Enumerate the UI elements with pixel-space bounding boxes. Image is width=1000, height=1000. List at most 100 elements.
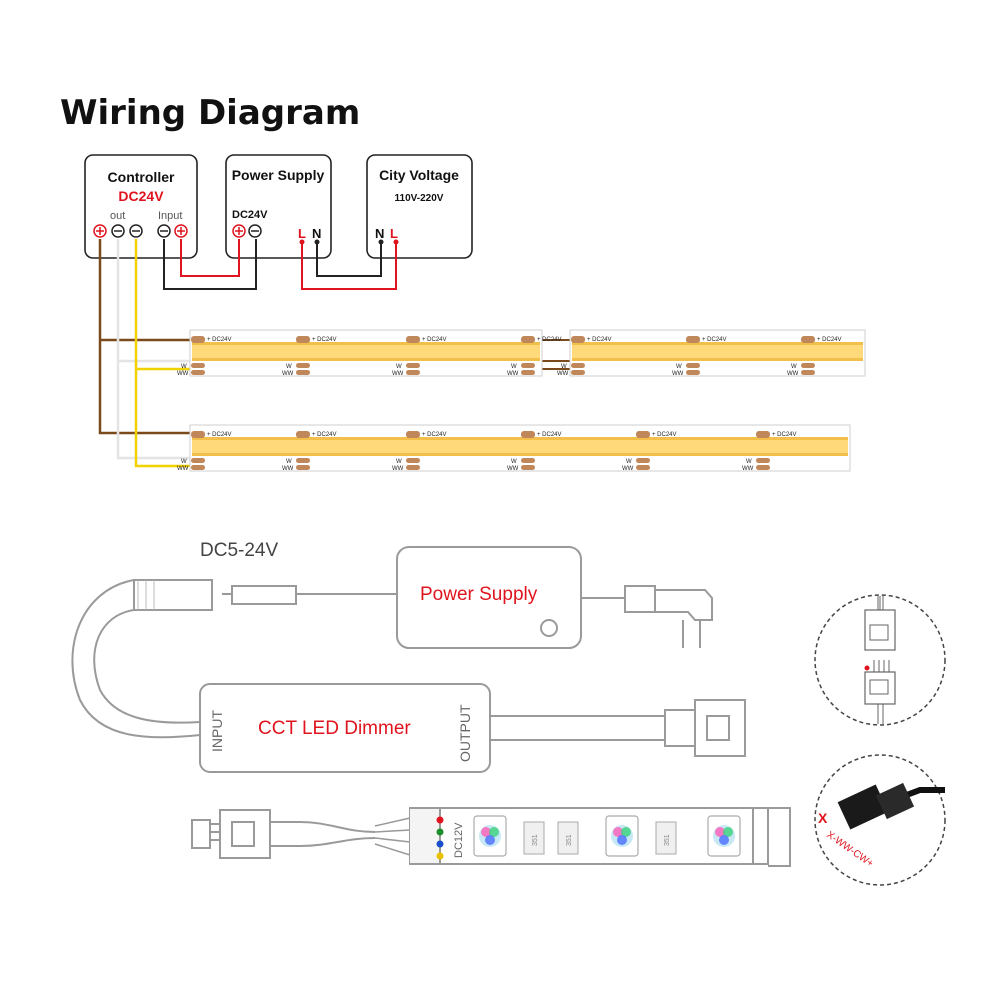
strip-label-w: W — [676, 364, 682, 370]
strip-label-w: W — [181, 364, 187, 370]
strip-label-ww: WW — [282, 466, 294, 472]
strip-pad-plus — [571, 336, 585, 343]
strip-voltage-label: DC12V — [453, 822, 465, 858]
strip-label-w: W — [746, 459, 752, 465]
chip-label: 351 — [664, 834, 671, 846]
strip-label-dc: + DC24V — [772, 432, 797, 438]
rgb-led — [605, 815, 639, 857]
strip-label-dc: + DC24V — [207, 337, 232, 343]
chip-label: 351 — [532, 834, 539, 846]
strip-pad-w — [406, 458, 420, 463]
rgb-led — [707, 815, 741, 857]
strip-pad-plus — [686, 336, 700, 343]
controller-out-minus-terminal-2 — [129, 224, 143, 238]
power-supply-voltage: DC24V — [232, 209, 268, 221]
strip-pad-ww — [406, 465, 420, 470]
strip-label-ww: WW — [507, 466, 519, 472]
strip-pad-w — [686, 363, 700, 368]
strip-label-w: W — [561, 364, 567, 370]
strip-pad-ww — [686, 370, 700, 375]
strip-label-ww: WW — [392, 371, 404, 377]
strip-pad-plus — [406, 336, 420, 343]
strip-pad-w — [636, 458, 650, 463]
strip-label-w: W — [286, 364, 292, 370]
strip-pad-plus — [801, 336, 815, 343]
strip-label-dc: + DC24V — [652, 432, 677, 438]
strip-pad-w — [801, 363, 815, 368]
strip-pad-ww — [296, 465, 310, 470]
strip-label-dc: + DC24V — [537, 337, 562, 343]
resistor-chip: 351 — [557, 821, 579, 855]
strip-label-ww: WW — [282, 371, 294, 377]
plug-zoom-circle: X X-WW-CW+ — [814, 754, 946, 886]
strip-label-dc: + DC24V — [312, 432, 337, 438]
strip-label-ww: WW — [787, 371, 799, 377]
strip-label-ww: WW — [557, 371, 569, 377]
dc-barrel-connector — [71, 579, 397, 739]
chip-label: 351 — [566, 834, 573, 846]
dimmer-input-label: INPUT — [209, 710, 225, 752]
strip-pad-plus — [296, 431, 310, 438]
strip-pad-w — [406, 363, 420, 368]
strip-pad-ww — [296, 370, 310, 375]
strip-pad-ww — [571, 370, 585, 375]
strip-pad-ww — [636, 465, 650, 470]
strip-pad-plus — [296, 336, 310, 343]
strip-label-w: W — [396, 459, 402, 465]
strip-label-dc: + DC24V — [422, 337, 447, 343]
rgb-led — [473, 815, 507, 857]
supply-wiring — [163, 239, 399, 290]
strip-pad-plus — [521, 336, 535, 343]
strip-pad-ww — [521, 370, 535, 375]
strip-label-w: W — [511, 459, 517, 465]
strip-pad-w — [756, 458, 770, 463]
strip-pad-plus — [521, 431, 535, 438]
city-voltage-title: City Voltage — [379, 167, 459, 183]
strip-pad-w — [191, 363, 205, 368]
power-supply-minus-terminal — [248, 224, 262, 238]
strip-pad-plus — [406, 431, 420, 438]
connector-zoom-circle — [814, 594, 946, 726]
controller-out-plus-terminal — [93, 224, 107, 238]
strip-label-w: W — [396, 364, 402, 370]
resistor-chip: 351 — [523, 821, 545, 855]
diagram-title: Wiring Diagram — [60, 93, 360, 133]
controller-out-label: out — [110, 210, 125, 222]
strip-label-dc: + DC24V — [422, 432, 447, 438]
strip-pad-plus — [191, 431, 205, 438]
strip-pad-w — [296, 458, 310, 463]
strip-pad-w — [521, 363, 535, 368]
strip-label-w: W — [626, 459, 632, 465]
strip-pad-ww — [521, 465, 535, 470]
city-voltage-range: 110V-220V — [395, 193, 444, 204]
strip-label-dc: + DC24V — [702, 337, 727, 343]
controller-voltage: DC24V — [118, 188, 164, 204]
controller-out-minus-terminal-1 — [111, 224, 125, 238]
dc-input-voltage-label: DC5-24V — [200, 540, 278, 561]
strip-pad-plus — [636, 431, 650, 438]
strip-pad-ww — [191, 465, 205, 470]
strip-pad-w — [521, 458, 535, 463]
rgb-strip-illustration: DC12V 351 351 351 — [191, 807, 791, 867]
strip-label-dc: + DC24V — [207, 432, 232, 438]
dimmer-label: CCT LED Dimmer — [258, 718, 411, 739]
strip-pad-ww — [756, 465, 770, 470]
controller-input-plus-terminal — [174, 224, 188, 238]
controller-input-minus-terminal — [157, 224, 171, 238]
strip-pad-plus — [191, 336, 205, 343]
strip-label-w: W — [511, 364, 517, 370]
power-supply-plus-terminal — [232, 224, 246, 238]
strip-label-dc: + DC24V — [537, 432, 562, 438]
strip-label-dc: + DC24V — [312, 337, 337, 343]
strip-pad-w — [571, 363, 585, 368]
controller-output-wires — [98, 239, 570, 468]
strip-pad-plus — [756, 431, 770, 438]
city-voltage-l-terminal: L — [390, 226, 398, 241]
strip-label-dc: + DC24V — [587, 337, 612, 343]
strip-label-ww: WW — [742, 466, 754, 472]
strip-pad-w — [296, 363, 310, 368]
